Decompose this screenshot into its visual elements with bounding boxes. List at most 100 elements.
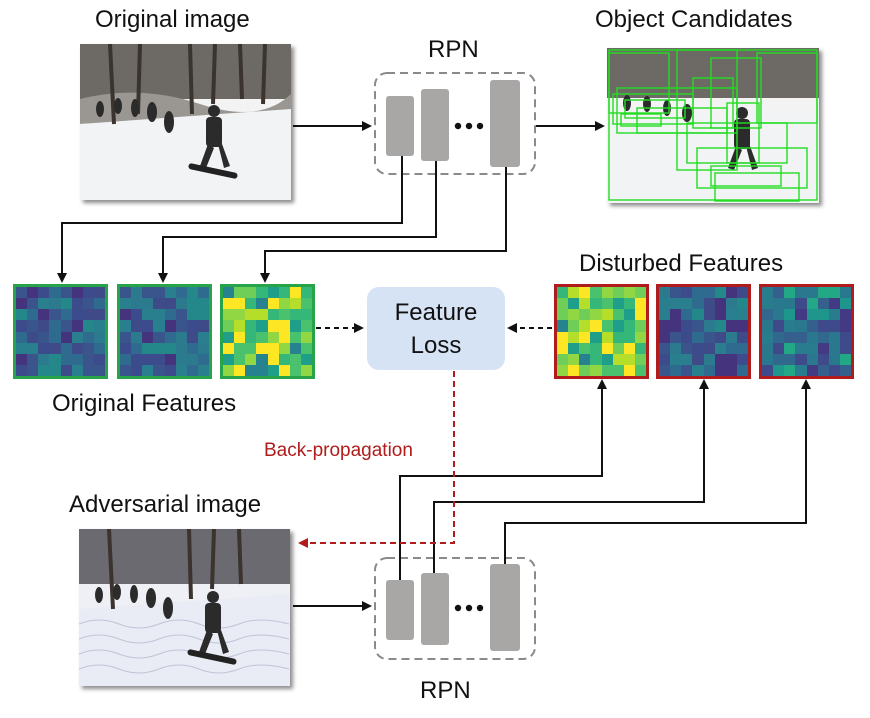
feature-cell xyxy=(612,287,624,299)
feature-cell xyxy=(245,342,257,354)
feature-cell xyxy=(38,298,50,310)
adversarial-image xyxy=(79,529,290,686)
feature-cell xyxy=(82,320,94,332)
feature-cell xyxy=(557,309,569,321)
feature-cell xyxy=(659,320,671,332)
feature-cell xyxy=(256,364,268,376)
feature-cell xyxy=(142,364,154,376)
feature-cell xyxy=(71,298,83,310)
feature-cell xyxy=(93,331,105,343)
feature-cell xyxy=(186,342,198,354)
feature-cell xyxy=(153,309,165,321)
feature-cell xyxy=(300,298,312,310)
feature-cell xyxy=(795,320,807,332)
feature-cell xyxy=(120,298,132,310)
feature-cell xyxy=(60,331,72,343)
feature-cell xyxy=(659,342,671,354)
feature-cell xyxy=(579,287,591,299)
feature-cell xyxy=(131,320,143,332)
arrow-layer1-to-feature1 xyxy=(57,156,403,283)
rpn-top-layer-3 xyxy=(490,80,520,167)
feature-cell xyxy=(82,287,94,299)
feature-cell xyxy=(153,342,165,354)
feature-cell xyxy=(828,309,840,321)
feature-cell xyxy=(49,331,61,343)
feature-cell xyxy=(245,298,257,310)
feature-cell xyxy=(623,309,635,321)
feature-cell xyxy=(38,353,50,365)
rpn-bottom-box xyxy=(374,557,536,660)
feature-cell xyxy=(16,320,28,332)
arrow-layer2-to-feature2 xyxy=(158,161,437,283)
feature-cell xyxy=(120,309,132,321)
feature-cell xyxy=(300,364,312,376)
feature-cell xyxy=(175,320,187,332)
feature-cell xyxy=(806,364,818,376)
feature-cell xyxy=(762,309,774,321)
feature-cell xyxy=(164,320,176,332)
arrow-layer3-to-disturbed3 xyxy=(504,379,811,564)
feature-cell xyxy=(38,331,50,343)
feature-cell xyxy=(289,342,301,354)
feature-cell xyxy=(557,364,569,376)
feature-cell xyxy=(692,331,704,343)
feature-cell xyxy=(93,287,105,299)
feature-cell xyxy=(762,298,774,310)
feature-cell xyxy=(703,353,715,365)
disturbed-feature-map-3 xyxy=(759,284,854,379)
feature-cell xyxy=(670,353,682,365)
feature-cell xyxy=(197,298,209,310)
original-image-label: Original image xyxy=(95,6,250,33)
feature-cell xyxy=(634,342,646,354)
feature-cell xyxy=(773,353,785,365)
feature-cell xyxy=(245,309,257,321)
feature-cell xyxy=(16,331,28,343)
feature-cell xyxy=(839,298,851,310)
feature-cell xyxy=(223,353,235,365)
feature-cell xyxy=(784,353,796,365)
feature-cell xyxy=(267,342,279,354)
feature-cell xyxy=(256,309,268,321)
feature-cell xyxy=(568,309,580,321)
feature-cell xyxy=(839,331,851,343)
feature-cell xyxy=(784,364,796,376)
feature-cell xyxy=(164,331,176,343)
feature-cell xyxy=(692,320,704,332)
feature-cell xyxy=(38,309,50,321)
feature-cell xyxy=(703,331,715,343)
feature-cell xyxy=(223,364,235,376)
feature-cell xyxy=(223,342,235,354)
feature-cell xyxy=(60,309,72,321)
feature-cell xyxy=(725,331,737,343)
feature-cell xyxy=(714,353,726,365)
feature-cell xyxy=(223,287,235,299)
feature-cell xyxy=(623,287,635,299)
feature-cell xyxy=(49,298,61,310)
feature-cell xyxy=(131,364,143,376)
feature-cell xyxy=(590,331,602,343)
feature-cell xyxy=(623,298,635,310)
back-propagation-arrow xyxy=(298,371,455,548)
feature-cell xyxy=(681,320,693,332)
feature-cell xyxy=(839,364,851,376)
feature-cell xyxy=(623,342,635,354)
feature-cell xyxy=(601,364,613,376)
feature-cell xyxy=(300,342,312,354)
feature-cell xyxy=(612,309,624,321)
feature-cell xyxy=(234,298,246,310)
feature-cell xyxy=(623,320,635,332)
feature-cell xyxy=(725,353,737,365)
feature-cell xyxy=(131,298,143,310)
feature-cell xyxy=(16,298,28,310)
feature-cell xyxy=(256,342,268,354)
feature-cell xyxy=(817,364,829,376)
feature-cell xyxy=(278,364,290,376)
feature-cell xyxy=(670,298,682,310)
feature-cell xyxy=(175,298,187,310)
feature-cell xyxy=(590,298,602,310)
feature-cell xyxy=(659,298,671,310)
feature-cell xyxy=(784,320,796,332)
feature-cell xyxy=(736,342,748,354)
feature-cell xyxy=(256,353,268,365)
feature-cell xyxy=(736,287,748,299)
